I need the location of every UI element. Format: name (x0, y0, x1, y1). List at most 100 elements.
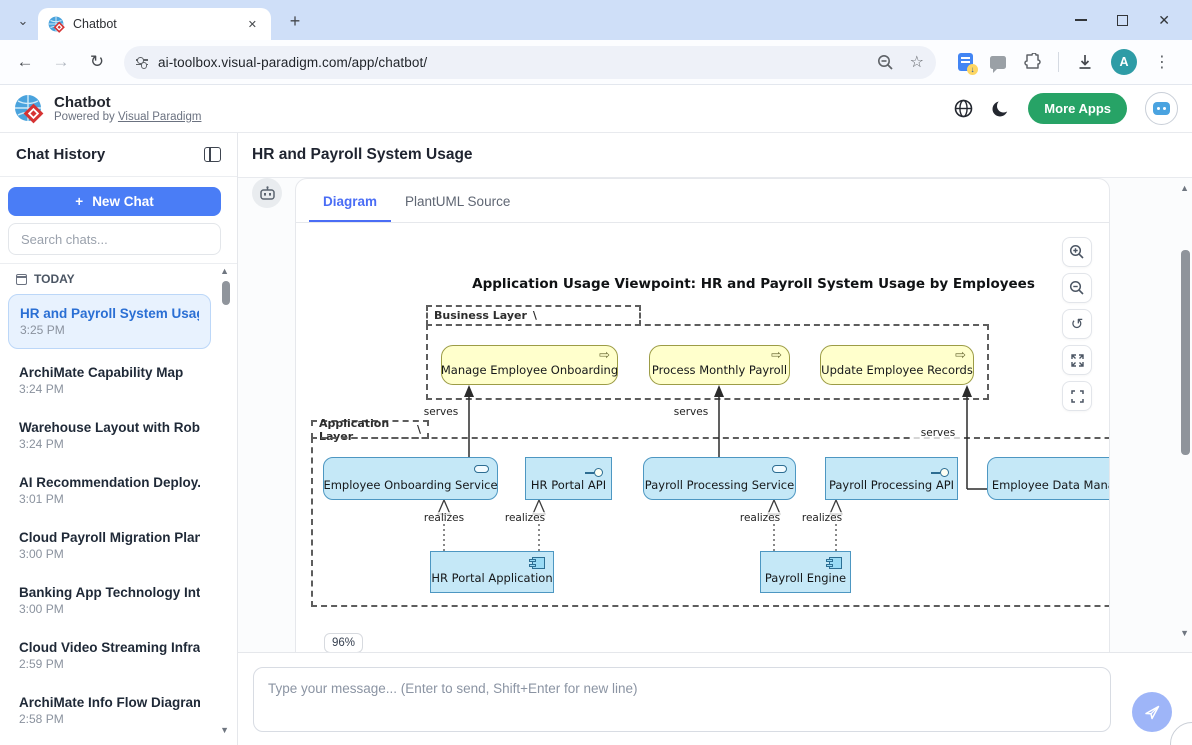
address-bar[interactable]: ai-toolbox.visual-paradigm.com/app/chatb… (124, 45, 936, 79)
visual-paradigm-link[interactable]: Visual Paradigm (117, 111, 202, 123)
window-minimize-icon[interactable] (1075, 19, 1088, 21)
extensions-puzzle-icon[interactable] (1023, 53, 1041, 71)
chat-item[interactable]: ArchiMate Capability Map 3:24 PM (8, 357, 211, 404)
box-label: Payroll Engine (764, 571, 847, 585)
chat-item[interactable]: Cloud Video Streaming Infra... 2:59 PM (8, 632, 211, 679)
main-scrollbar-thumb[interactable] (1181, 250, 1190, 455)
floating-widget[interactable] (1170, 722, 1192, 745)
serves-label: serves (415, 406, 467, 418)
zoom-out-page-icon[interactable] (877, 54, 894, 71)
reset-zoom-button[interactable]: ↺ (1062, 309, 1092, 339)
dark-mode-moon-icon[interactable] (991, 99, 1011, 118)
powered-by: Powered by Visual Paradigm (54, 111, 201, 123)
browser-menu-icon[interactable]: ⋮ (1154, 54, 1170, 71)
message-input[interactable] (253, 667, 1111, 732)
main-scroll-up-icon[interactable]: ▲ (1180, 183, 1189, 193)
component-icon (529, 557, 545, 569)
chat-item[interactable]: ArchiMate Info Flow Diagram 2:58 PM (8, 687, 211, 734)
chat-item-title: Cloud Video Streaming Infra... (19, 640, 200, 655)
application-service-box[interactable]: Payroll Processing Service (643, 457, 796, 500)
grouping-notch: \ (532, 309, 537, 322)
window-close-icon[interactable]: ✕ (1158, 11, 1170, 28)
tab-plantuml-source[interactable]: PlantUML Source (405, 194, 511, 209)
component-icon (826, 557, 842, 569)
send-button[interactable] (1132, 692, 1172, 732)
fullscreen-button[interactable] (1062, 381, 1092, 411)
business-process-icon: ⇨ (599, 348, 610, 363)
app-title: Chatbot (54, 94, 111, 111)
app-header: Chatbot Powered by Visual Paradigm More … (0, 85, 1192, 133)
sidebar-scroll-down-icon[interactable]: ▼ (220, 725, 229, 735)
chat-item[interactable]: Cloud Payroll Migration Plan 3:00 PM (8, 522, 211, 569)
application-component-box[interactable]: Payroll Engine (760, 551, 851, 593)
chat-item-title: ArchiMate Capability Map (19, 365, 184, 380)
browser-toolbar: ← → ↻ ai-toolbox.visual-paradigm.com/app… (0, 40, 1192, 85)
zoom-in-button[interactable] (1062, 237, 1092, 267)
application-service-box[interactable]: Employee Data Manag (987, 457, 1109, 500)
box-label: Employee Data Manag (991, 478, 1109, 492)
business-process-box[interactable]: ⇨ Update Employee Records (820, 345, 974, 385)
diagram-connectors (437, 385, 987, 551)
chatbot-logo-icon[interactable] (1145, 92, 1178, 125)
sidebar-scrollbar-thumb[interactable] (222, 281, 230, 305)
browser-tab[interactable]: Chatbot ✕ (38, 8, 271, 40)
application-component-box[interactable]: HR Portal Application (430, 551, 554, 593)
page-title: HR and Payroll System Usage (252, 146, 473, 163)
business-process-box[interactable]: ⇨ Process Monthly Payroll (649, 345, 790, 385)
sidebar-scroll-up-icon[interactable]: ▲ (220, 266, 229, 276)
visual-paradigm-logo (15, 94, 44, 123)
reload-icon[interactable]: ↻ (89, 52, 105, 71)
diagram-viewport[interactable]: Application Usage Viewpoint: HR and Payr… (296, 223, 1109, 652)
window-controls: ✕ (1075, 0, 1192, 40)
expand-icon (1070, 353, 1084, 367)
language-globe-icon[interactable] (954, 99, 973, 118)
application-interface-box[interactable]: HR Portal API (525, 457, 612, 500)
chat-item-time: 3:00 PM (19, 602, 64, 616)
chat-item[interactable]: AI Recommendation Deploy... 3:01 PM (8, 467, 211, 514)
chat-item[interactable]: Warehouse Layout with Rob... 3:24 PM (8, 412, 211, 459)
tab-title: Chatbot (73, 17, 117, 31)
application-interface-box[interactable]: Payroll Processing API (825, 457, 958, 500)
comment-icon[interactable] (990, 55, 1006, 73)
box-label: Update Employee Records (821, 363, 973, 377)
realizes-label: realizes (796, 512, 848, 524)
realizes-label: realizes (734, 512, 786, 524)
toolbar-extensions: ↓ A ⋮ (948, 49, 1180, 75)
business-process-box[interactable]: ⇨ Manage Employee Onboarding (441, 345, 618, 385)
serves-label: serves (912, 427, 964, 439)
chat-item-time: 3:00 PM (19, 547, 64, 561)
new-tab-icon[interactable]: + (289, 10, 301, 31)
collapse-sidebar-icon[interactable] (204, 147, 221, 162)
docs-offline-icon[interactable]: ↓ (958, 53, 978, 75)
tab-search-chevron-icon[interactable]: ⌄ (17, 13, 29, 28)
sidebar-divider (0, 263, 237, 264)
application-service-box[interactable]: Employee Onboarding Service (323, 457, 498, 500)
serves-label: serves (665, 406, 717, 418)
search-chats-input[interactable] (8, 223, 221, 255)
chat-message-area: Diagram PlantUML Source Application Usag… (238, 178, 1192, 653)
downloads-icon[interactable] (1076, 53, 1094, 71)
more-apps-button[interactable]: More Apps (1028, 93, 1127, 124)
site-settings-icon[interactable] (136, 57, 148, 68)
url-text[interactable]: ai-toolbox.visual-paradigm.com/app/chatb… (158, 54, 428, 70)
tab-diagram[interactable]: Diagram (309, 182, 392, 222)
new-chat-button[interactable]: + New Chat (8, 187, 221, 216)
box-label: Process Monthly Payroll (651, 363, 788, 377)
back-icon[interactable]: ← (16, 52, 34, 71)
chat-item-time: 2:58 PM (19, 712, 64, 726)
realizes-label: realizes (418, 512, 470, 524)
chat-item[interactable]: Banking App Technology Int... 3:00 PM (8, 577, 211, 624)
diagram-card: Diagram PlantUML Source Application Usag… (295, 178, 1110, 652)
tab-close-icon[interactable]: ✕ (247, 18, 257, 31)
box-label: Payroll Processing Service (644, 478, 795, 492)
bookmark-icon[interactable]: ☆ (909, 54, 924, 71)
box-label: Payroll Processing API (828, 478, 955, 492)
window-maximize-icon[interactable] (1117, 14, 1129, 26)
chat-item[interactable]: HR and Payroll System Usage 3:25 PM (8, 294, 211, 349)
main-scroll-down-icon[interactable]: ▼ (1180, 628, 1189, 638)
browser-profile-avatar[interactable]: A (1111, 49, 1137, 75)
zoom-out-button[interactable] (1062, 273, 1092, 303)
chat-item-title: Banking App Technology Int... (19, 585, 200, 600)
zoom-in-icon (1069, 244, 1084, 259)
expand-button[interactable] (1062, 345, 1092, 375)
